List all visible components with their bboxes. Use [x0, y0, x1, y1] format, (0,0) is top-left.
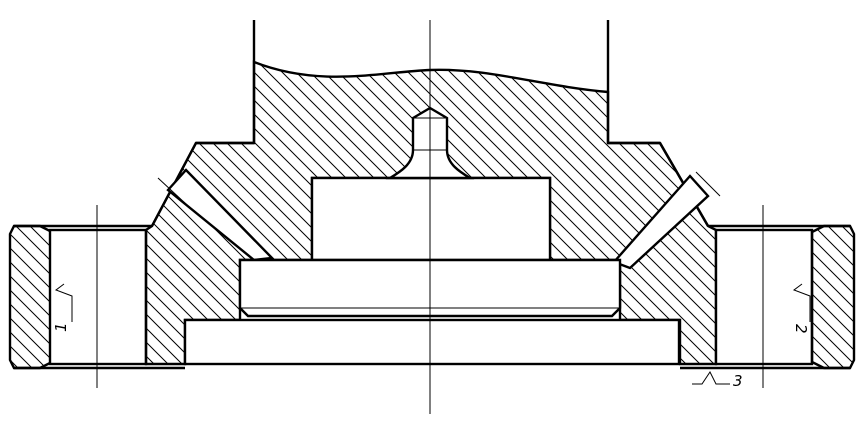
roughness-callout-1: 1 — [52, 283, 73, 332]
shaft — [196, 20, 660, 145]
cavity-step-top — [310, 176, 552, 262]
roughness-label-2: 2 — [792, 324, 810, 334]
center-lines — [96, 20, 764, 414]
right-angled-bore — [611, 174, 710, 270]
right-bolt-hole — [714, 228, 814, 366]
cavity-step-bottom — [183, 318, 681, 366]
right-flange-lug — [810, 224, 856, 370]
left-bolt-hole — [48, 228, 148, 366]
roughness-label-1: 1 — [52, 322, 70, 332]
roughness-label-3: 3 — [733, 372, 743, 390]
left-flange-lug — [8, 224, 54, 370]
left-flange — [8, 224, 185, 370]
roughness-callout-3: 3 — [692, 371, 743, 390]
left-angled-bore — [166, 168, 275, 262]
roughness-callout-2: 2 — [792, 283, 811, 334]
right-flange — [680, 224, 856, 370]
